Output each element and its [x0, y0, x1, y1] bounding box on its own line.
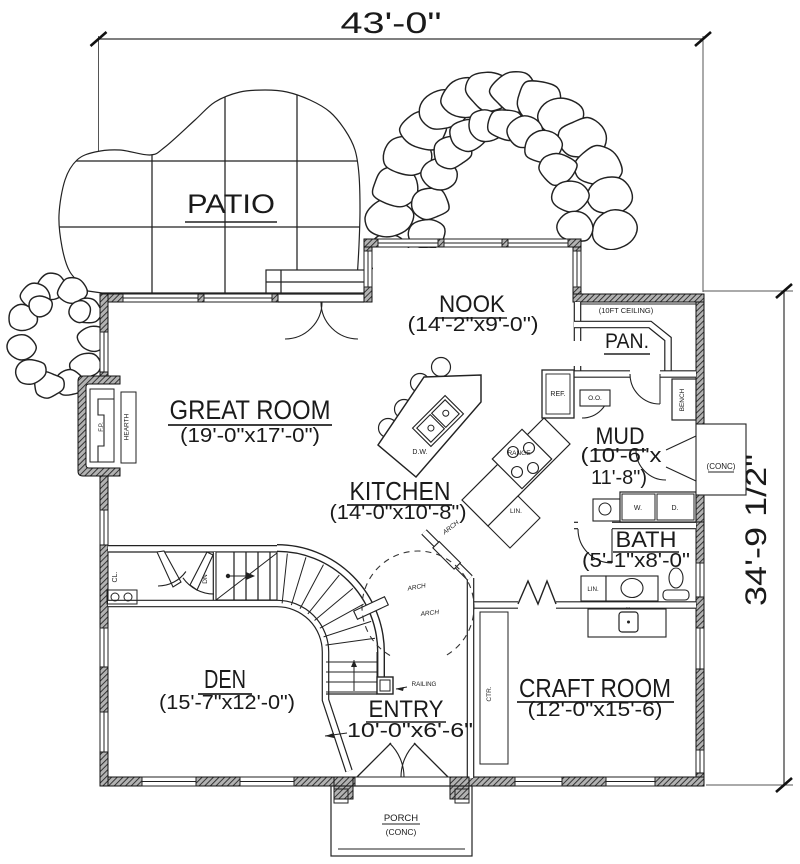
svg-text:(10FT CEILING): (10FT CEILING)	[599, 306, 654, 315]
svg-text:BENCH: BENCH	[679, 388, 686, 411]
svg-text:(5'-1"x8'-0": (5'-1"x8'-0"	[582, 550, 690, 572]
svg-text:D.: D.	[672, 505, 679, 512]
svg-text:HEARTH: HEARTH	[124, 413, 131, 440]
svg-text:LIN.: LIN.	[510, 508, 522, 515]
svg-text:CRAFT ROOM: CRAFT ROOM	[519, 673, 671, 703]
svg-text:(14'-0"x10'-8"): (14'-0"x10'-8")	[330, 502, 467, 524]
svg-text:PORCH: PORCH	[384, 813, 418, 824]
svg-text:MUD: MUD	[596, 423, 645, 450]
svg-text:DEN: DEN	[204, 664, 246, 694]
svg-text:...: ...	[625, 604, 630, 610]
svg-text:(CONC): (CONC)	[707, 462, 736, 471]
svg-text:10'-0"x6'-6": 10'-0"x6'-6"	[347, 720, 473, 742]
svg-text:D.W.: D.W.	[412, 449, 427, 456]
svg-text:LIN.: LIN.	[587, 586, 599, 593]
svg-text:(14'-2"x9'-0"): (14'-2"x9'-0")	[408, 314, 539, 336]
svg-text:(CONC): (CONC)	[386, 827, 417, 837]
svg-text:CL.: CL.	[112, 572, 119, 583]
svg-text:43'-0": 43'-0"	[341, 7, 442, 40]
svg-text:O.O.: O.O.	[588, 395, 602, 402]
svg-text:CTR.: CTR.	[486, 686, 493, 701]
svg-text:BATH: BATH	[616, 527, 677, 552]
svg-text:KITCHEN: KITCHEN	[350, 476, 451, 506]
svg-text:NOOK: NOOK	[439, 291, 505, 318]
svg-text:F.P.: F.P.	[99, 422, 105, 432]
svg-text:PATIO: PATIO	[187, 189, 275, 219]
svg-text:11'-8"): 11'-8")	[591, 467, 647, 489]
svg-text:(12'-0"x15'-6): (12'-0"x15'-6)	[528, 699, 663, 721]
svg-text:ARCH: ARCH	[419, 609, 439, 618]
svg-text:PAN.: PAN.	[605, 330, 649, 353]
svg-text:REF.: REF.	[550, 391, 565, 398]
svg-text:(10'-6"x: (10'-6"x	[581, 445, 662, 467]
svg-text:RANGE: RANGE	[507, 450, 531, 457]
svg-text:RAILING: RAILING	[412, 681, 437, 688]
svg-text:W.: W.	[634, 505, 642, 512]
svg-text:DN: DN	[202, 574, 209, 584]
svg-text:(19'-0"x17'-0"): (19'-0"x17'-0")	[180, 425, 320, 447]
svg-text:ARCH: ARCH	[406, 582, 427, 592]
svg-text:GREAT ROOM: GREAT ROOM	[170, 395, 331, 425]
svg-text:(15'-7"x12'-0"): (15'-7"x12'-0")	[159, 692, 295, 714]
svg-text:ENTRY: ENTRY	[369, 696, 444, 723]
